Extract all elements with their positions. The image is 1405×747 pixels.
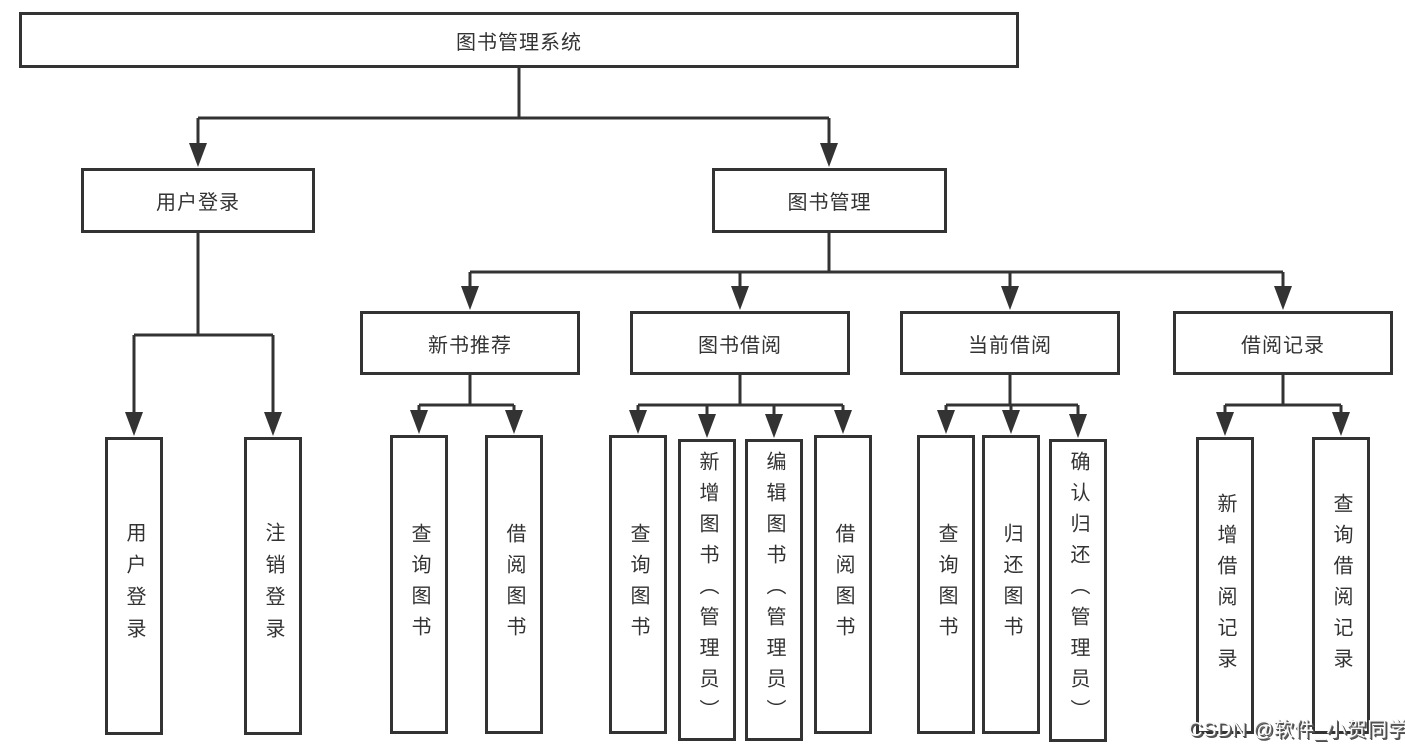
arrowhead [1332, 412, 1350, 436]
node-label: 当前借阅 [968, 334, 1052, 357]
edge-bookmgmt-to-level3 [468, 232, 1285, 290]
node-label: 图书管理系统 [456, 31, 582, 54]
node-label: 用户登录 [123, 522, 145, 650]
node-borrow-record: 借阅记录 [1173, 311, 1393, 375]
node-label: 查询图书 [627, 522, 649, 647]
leaf-borrow-book-recommend: 借阅图书 [485, 435, 543, 734]
edge-currentborrow-to-leaves [944, 374, 1080, 418]
leaf-borrow-book: 借阅图书 [814, 435, 872, 734]
node-label: 新增借阅记录 [1214, 492, 1236, 679]
arrowhead [1001, 286, 1019, 310]
arrowhead [461, 286, 479, 310]
edge-bookborrow-to-leaves [636, 374, 845, 418]
leaf-return-book: 归还图书 [982, 435, 1040, 734]
arrowhead [937, 410, 955, 434]
node-label: 用户登录 [156, 192, 240, 214]
arrowhead [765, 414, 783, 438]
node-label: 归还图书 [1000, 522, 1022, 647]
leaf-query-borrow-record: 查询借阅记录 [1312, 437, 1370, 734]
node-label: 查询借阅记录 [1330, 492, 1352, 679]
node-label: 借阅图书 [503, 522, 525, 647]
node-label: 查询图书 [408, 522, 430, 647]
node-user-login-group: 用户登录 [81, 168, 315, 233]
node-book-management: 图书管理 [712, 168, 947, 233]
arrowhead [1002, 410, 1020, 434]
arrowhead [125, 412, 143, 436]
node-label: 新书推荐 [428, 334, 512, 357]
edge-newbook-to-leaves [417, 374, 516, 414]
arrowheads [125, 143, 1350, 438]
arrowhead [410, 410, 428, 434]
node-label: 编辑图书（管理员） [763, 450, 785, 730]
node-root: 图书管理系统 [19, 12, 1019, 68]
node-book-borrow: 图书借阅 [630, 311, 850, 375]
leaf-user-login: 用户登录 [105, 437, 163, 735]
leaf-add-book-admin: 新增图书（管理员） [678, 439, 736, 741]
node-label: 图书借阅 [698, 334, 782, 357]
node-label: 确认归还（管理员） [1067, 451, 1089, 730]
leaf-query-book-borrow: 查询图书 [609, 435, 667, 734]
arrowhead [629, 410, 647, 434]
node-label: 借阅记录 [1241, 334, 1325, 357]
arrowhead [834, 410, 852, 434]
leaf-edit-book-admin: 编辑图书（管理员） [745, 439, 803, 741]
arrowhead [731, 286, 749, 310]
leaf-query-book-recommend: 查询图书 [390, 435, 448, 734]
node-label: 注销登录 [262, 522, 284, 650]
node-label: 借阅图书 [832, 522, 854, 647]
node-new-book-recommend: 新书推荐 [360, 311, 580, 375]
arrowhead [189, 143, 207, 167]
node-label: 查询图书 [935, 522, 957, 647]
arrowhead [264, 412, 282, 436]
arrowhead [698, 414, 716, 438]
arrowhead [505, 410, 523, 434]
leaf-confirm-return-admin: 确认归还（管理员） [1049, 439, 1107, 742]
edge-userlogin-to-leaves [132, 232, 275, 416]
node-label: 新增图书（管理员） [696, 450, 718, 730]
arrowhead [1069, 414, 1087, 438]
edge-root-to-level2 [196, 67, 831, 147]
leaf-add-borrow-record: 新增借阅记录 [1196, 437, 1254, 734]
leaf-query-book-current: 查询图书 [917, 435, 975, 734]
arrowhead [1274, 286, 1292, 310]
watermark: CSDN @软件_小贺同学 [1188, 719, 1405, 741]
leaf-logout: 注销登录 [244, 437, 302, 735]
edge-borrowrecord-to-leaves [1223, 374, 1343, 416]
arrowhead [820, 143, 838, 167]
node-current-borrow: 当前借阅 [900, 311, 1120, 375]
node-label: 图书管理 [787, 192, 872, 214]
arrowhead [1216, 412, 1234, 436]
